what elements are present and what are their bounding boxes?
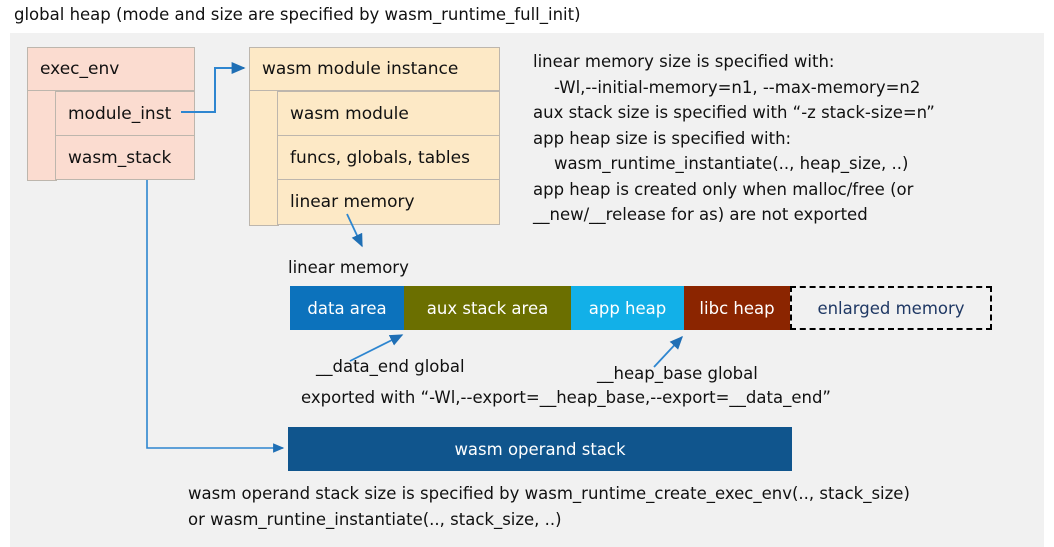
wasm-module-instance-box: wasm module instance wasm module funcs, … xyxy=(249,47,500,226)
exec-env-field-wasm-stack: wasm_stack xyxy=(55,135,195,180)
annotation-heap-base: __heap_base global xyxy=(597,364,758,383)
exec-env-header: exec_env xyxy=(27,47,195,91)
bottom-paragraph: wasm operand stack size is specified by … xyxy=(188,484,910,529)
memory-segment-aux-stack-area: aux stack area xyxy=(404,286,571,330)
memory-segment-enlarged-memory: enlarged memory xyxy=(790,286,992,330)
wasm-module-instance-header: wasm module instance xyxy=(249,47,500,91)
wasm-operand-stack-bar: wasm operand stack xyxy=(288,427,792,471)
page-title: global heap (mode and size are specified… xyxy=(14,5,581,24)
wmi-row-wasm-module: wasm module xyxy=(277,91,500,136)
annotation-data-end: __data_end global xyxy=(316,357,465,376)
wmi-row-linear-memory: linear memory xyxy=(277,179,500,225)
memory-segment-app-heap: app heap xyxy=(571,286,684,330)
info-paragraph: linear memory size is specified with: -W… xyxy=(533,52,935,224)
wmi-row-funcs-globals-tables: funcs, globals, tables xyxy=(277,135,500,180)
wasm-module-instance-gutter xyxy=(249,91,279,226)
exec-env-box: exec_env module_inst wasm_stack xyxy=(27,47,195,181)
memory-segment-data-area: data area xyxy=(290,286,404,330)
linear-memory-label: linear memory xyxy=(288,258,409,277)
exec-env-field-module-inst: module_inst xyxy=(55,91,195,136)
exec-env-gutter xyxy=(27,91,57,181)
annotation-exported: exported with “-Wl,--export=__heap_base,… xyxy=(301,388,831,407)
memory-segment-libc-heap: libc heap xyxy=(684,286,790,330)
